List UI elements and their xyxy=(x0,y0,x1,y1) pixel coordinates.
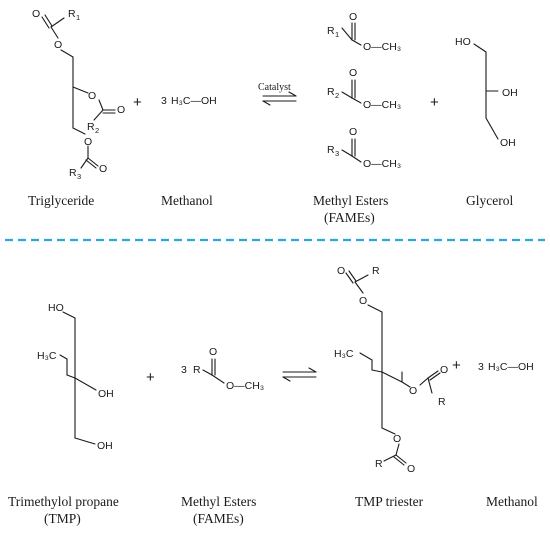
methanol-formula-text: H₃C—OH xyxy=(171,95,217,107)
ester2-oxygen-carbonyl: O xyxy=(349,67,357,79)
triester-oxygen-carbonyl-2: O xyxy=(440,364,448,376)
reagent-coefficient: 3 xyxy=(181,364,187,376)
tg-oxygen-ester-1: O xyxy=(54,39,62,51)
triester-r-2: R xyxy=(438,396,446,408)
equilibrium-arrow-2 xyxy=(282,367,317,382)
triester-oxygen-ester-3: O xyxy=(393,433,401,445)
tg-oxygen-carbonyl-3: O xyxy=(99,163,107,175)
plus-sign-4: + xyxy=(452,357,461,374)
methanol-formula-2: 3 H₃C—OH xyxy=(478,361,534,373)
glycerol-oh-3: OH xyxy=(500,137,516,149)
ester1-och3: O—CH₃ xyxy=(363,41,401,53)
methanol2-formula-text: H₃C—OH xyxy=(488,361,534,373)
triester-r-1: R xyxy=(372,265,380,277)
tg-r-subscript-2: 2 xyxy=(95,126,99,135)
reagent-r-group: R xyxy=(193,364,201,376)
ester3-r-subscript: 3 xyxy=(335,149,339,158)
methanol-formula-1: 3 H₃C—OH xyxy=(161,95,217,107)
methyl-ester-1: O R 1 O—CH₃ xyxy=(327,11,401,53)
ester3-r-group: R xyxy=(327,144,335,156)
methyl-ester-3: O R 3 O—CH₃ xyxy=(327,126,401,170)
caption-triglyceride: Triglyceride xyxy=(28,193,94,208)
caption-methanol-2: Methanol xyxy=(486,494,538,509)
triester-oxygen-ester-1: O xyxy=(359,295,367,307)
ester3-oxygen-carbonyl: O xyxy=(349,126,357,138)
caption-fames-1-line2: (FAMEs) xyxy=(324,210,375,225)
tmp-ho: HO xyxy=(48,302,64,314)
tg-oxygen-carbonyl-1: O xyxy=(32,8,40,20)
caption-tmp-line2: (TMP) xyxy=(44,511,81,526)
reagent-oxygen-carbonyl: O xyxy=(209,346,217,358)
tg-r-group-2: R xyxy=(87,121,95,133)
tg-r-subscript-3: 3 xyxy=(77,172,81,181)
tg-oxygen-carbonyl-2: O xyxy=(117,104,125,116)
tg-oxygen-ester-3: O xyxy=(84,136,92,148)
caption-tmp-line1: Trimethylol propane xyxy=(8,494,119,509)
ester2-och3: O—CH₃ xyxy=(363,99,401,111)
caption-methanol-1: Methanol xyxy=(161,193,213,208)
methyl-ester-2: O R 2 O—CH₃ xyxy=(327,67,401,111)
triester-oxygen-carbonyl-1: O xyxy=(337,265,345,277)
tg-oxygen-ester-2: O xyxy=(88,90,96,102)
triester-oxygen-carbonyl-3: O xyxy=(407,463,415,475)
triester-oxygen-ester-2: O xyxy=(409,385,417,397)
triglyceride-structure: O R 1 O O O R 2 O O R 3 xyxy=(32,8,125,181)
caption-tmp-triester: TMP triester xyxy=(355,494,424,509)
tg-r-group-1: R xyxy=(68,8,76,20)
methanol2-coefficient: 3 xyxy=(478,361,484,373)
reagent-och3: O—CH₃ xyxy=(226,380,264,392)
glycerol-structure: HO OH OH xyxy=(455,36,518,149)
triester-r-3: R xyxy=(375,458,383,470)
tmp-triester-structure: O R O H₃C O O R O O R xyxy=(334,265,448,475)
tg-r-subscript-1: 1 xyxy=(76,13,80,22)
triester-h3c: H₃C xyxy=(334,348,354,360)
caption-glycerol: Glycerol xyxy=(466,193,513,208)
ester1-r-group: R xyxy=(327,25,335,37)
tmp-oh-2: OH xyxy=(97,440,113,452)
tmp-structure: HO H₃C OH OH xyxy=(37,302,114,452)
methyl-ester-reagent: O 3 R O—CH₃ xyxy=(181,346,264,392)
tg-r-group-3: R xyxy=(69,167,77,179)
plus-sign-1: + xyxy=(133,94,142,111)
ester2-r-subscript: 2 xyxy=(335,91,339,100)
caption-fames-1-line1: Methyl Esters xyxy=(313,193,388,208)
ester2-r-group: R xyxy=(327,86,335,98)
catalyst-label: Catalyst xyxy=(258,82,291,93)
tmp-oh-1: OH xyxy=(98,388,114,400)
equilibrium-arrow-1: Catalyst xyxy=(258,82,297,106)
ester1-r-subscript: 1 xyxy=(335,30,339,39)
methanol-coefficient: 3 xyxy=(161,95,167,107)
glycerol-ho-1: HO xyxy=(455,36,471,48)
caption-fames-2-line1: Methyl Esters xyxy=(181,494,256,509)
glycerol-oh-2: OH xyxy=(502,87,518,99)
plus-sign-3: + xyxy=(146,369,155,386)
plus-sign-2: + xyxy=(430,94,439,111)
caption-fames-2-line2: (FAMEs) xyxy=(193,511,244,526)
ester3-och3: O—CH₃ xyxy=(363,158,401,170)
ester1-oxygen-carbonyl: O xyxy=(349,11,357,23)
tmp-h3c: H₃C xyxy=(37,350,57,362)
